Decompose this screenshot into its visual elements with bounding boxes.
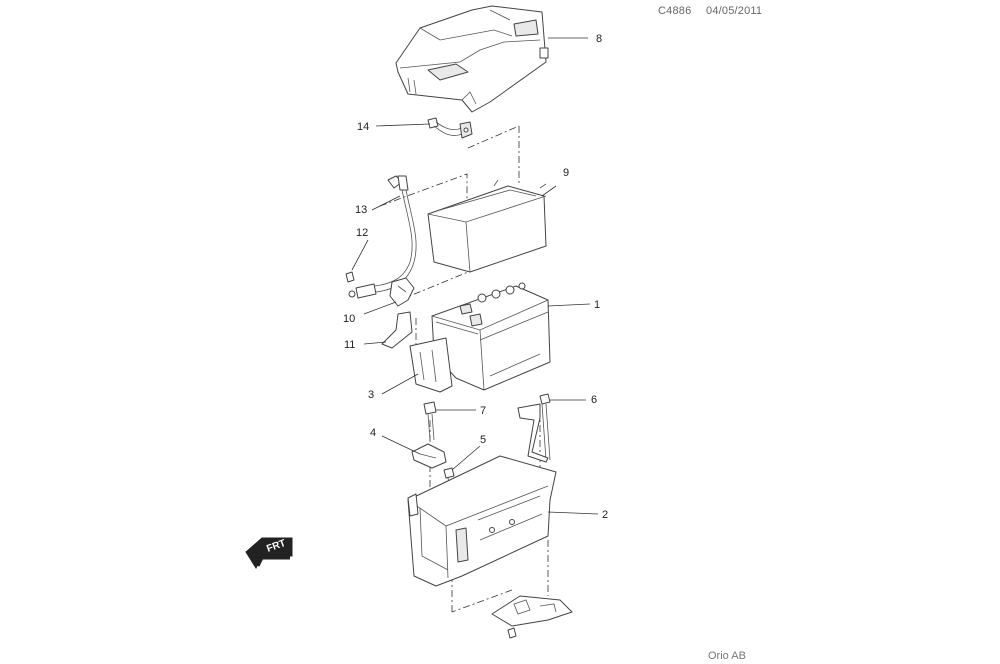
callout-8: 8	[596, 33, 602, 45]
part-14-ground-cable	[427, 117, 473, 139]
part-8-battery-cover	[395, 5, 549, 113]
part-4-clamp	[411, 443, 447, 469]
callout-13: 13	[355, 204, 367, 216]
callout-7: 7	[480, 405, 486, 417]
callout-12: 12	[356, 227, 368, 239]
callout-leader-lines	[351, 37, 599, 515]
callout-2: 2	[602, 509, 608, 521]
front-direction-indicator	[245, 537, 293, 570]
callout-6: 6	[591, 394, 597, 406]
part-12-nut	[345, 271, 355, 283]
part-2-battery-tray	[407, 455, 557, 587]
part-10-terminal-cover	[389, 277, 415, 307]
part-9-battery-shell	[427, 179, 547, 273]
part-1-battery	[431, 282, 551, 391]
callout-4: 4	[370, 427, 376, 439]
diagram-code: C4886	[658, 5, 692, 17]
footer-company: Orio AB	[708, 650, 746, 662]
callout-10: 10	[343, 313, 355, 325]
callout-3: 3	[368, 389, 374, 401]
callout-9: 9	[563, 167, 569, 179]
part-7-bolt	[423, 401, 437, 441]
callout-11: 11	[344, 339, 355, 351]
diagram-date: 04/05/2011	[706, 5, 763, 17]
part-3-side-plate	[409, 337, 453, 393]
bottom-mounting-plate	[491, 595, 573, 639]
part-13-positive-cable	[348, 175, 417, 299]
part-11-bracket	[381, 311, 413, 349]
callout-5: 5	[480, 434, 486, 446]
callout-14: 14	[357, 121, 369, 133]
part-6-hold-down-rod	[517, 393, 551, 463]
callout-1: 1	[594, 299, 600, 311]
